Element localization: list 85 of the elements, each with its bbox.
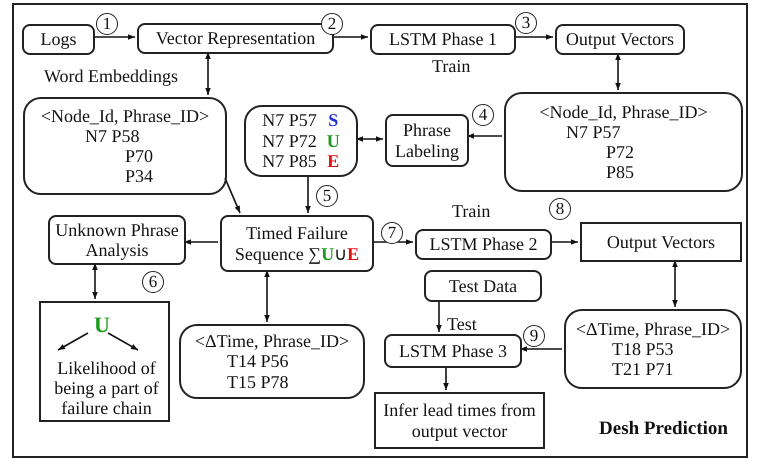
- table-row-text: P70: [124, 146, 154, 166]
- arrow: [264, 270, 270, 322]
- edge-label: Test: [447, 314, 477, 335]
- node-label: Output Vectors: [606, 232, 716, 252]
- node-label: LSTM Phase 1: [389, 29, 497, 50]
- step-number: 1: [96, 13, 118, 35]
- arrow: [305, 175, 311, 213]
- phase-note: Train: [432, 56, 470, 77]
- step-number: 3: [515, 12, 537, 34]
- arrow: [108, 332, 138, 351]
- step-number: 4: [472, 104, 494, 126]
- step-number: 6: [142, 271, 164, 293]
- process-box: [415, 229, 552, 260]
- step-number: 5: [316, 185, 338, 207]
- node-label: Test Data: [448, 276, 518, 296]
- arrow: [520, 346, 562, 352]
- arrow: [92, 263, 98, 299]
- arrow: [615, 53, 621, 90]
- node-label: Phrase Labeling: [394, 120, 460, 161]
- process-box: [48, 215, 186, 265]
- output-box: [580, 222, 742, 262]
- arrow: [184, 239, 218, 245]
- arrow: [356, 136, 383, 142]
- table-box: [23, 97, 227, 195]
- node-label: Unknown Phrase Analysis: [54, 220, 180, 260]
- table-header: <ΔTime, Phrase_ID>: [574, 318, 732, 339]
- process-box: [22, 24, 95, 55]
- table-row-text: N7 P85: [262, 151, 317, 172]
- table-header: <ΔTime, Phrase_ID>: [194, 331, 350, 352]
- process-box: [220, 215, 374, 272]
- process-box: [555, 24, 685, 55]
- arrow: [514, 34, 553, 40]
- node-label: Likelihood of being a part of failure chain: [53, 358, 160, 418]
- table-row-text: T15 P78: [226, 372, 290, 392]
- class-letter: S: [327, 110, 340, 131]
- class-letter: U: [326, 130, 340, 152]
- category-letter: U: [94, 312, 110, 338]
- node-label: Vector Representation: [156, 28, 316, 49]
- process-box: [370, 24, 516, 55]
- label-table-box: [244, 105, 358, 177]
- phase-note: Train: [452, 201, 490, 222]
- diagram-frame: [12, 3, 748, 458]
- output-box: [374, 392, 545, 449]
- arrow: [436, 300, 442, 332]
- step-number: 9: [523, 325, 545, 347]
- node-label: Timed Failure Sequence ∑U∪E: [234, 222, 360, 264]
- arrow: [58, 332, 88, 351]
- table-row-text: N7 P57: [262, 110, 317, 131]
- table-box: [504, 92, 743, 192]
- process-box: [384, 334, 522, 368]
- node-label: Logs: [40, 29, 76, 50]
- table-row-text: P34: [124, 166, 154, 186]
- table-box: [179, 324, 365, 399]
- process-box: [385, 114, 469, 167]
- table-row-text: T18 P53: [611, 338, 675, 360]
- node-label: LSTM Phase 2: [430, 234, 538, 255]
- arrow: [205, 52, 211, 95]
- step-number: 2: [321, 13, 343, 35]
- table-row-text: N7 P58: [84, 126, 141, 146]
- table-row-text: P72: [605, 142, 636, 162]
- table-row-text: N7 P57: [565, 122, 622, 142]
- table-row-text: T21 P71: [611, 359, 675, 380]
- table-row-text: P85: [605, 162, 636, 182]
- arrow: [672, 260, 678, 307]
- node-label: Output Vectors: [566, 29, 674, 50]
- arrow: [332, 34, 368, 40]
- arrow: [550, 239, 578, 245]
- arrow: [467, 133, 502, 139]
- table-row-text: T14 P56: [226, 351, 290, 372]
- step-number: 7: [381, 222, 403, 244]
- node-label: Infer lead times from output vector: [382, 400, 537, 441]
- arrow: [93, 34, 135, 40]
- table-row-text: N7 P72: [262, 130, 317, 152]
- table-header: <Node_Id, Phrase_ID>: [538, 102, 709, 122]
- step-number: 8: [549, 198, 571, 220]
- table-box: [564, 309, 742, 389]
- frame-heading: Desh Prediction: [599, 418, 728, 440]
- arrow: [372, 239, 413, 245]
- node-label: LSTM Phase 3: [399, 340, 507, 362]
- analysis-box: [39, 301, 170, 422]
- table-header: <Node_Id, Phrase_ID>: [40, 106, 210, 126]
- class-letter: E: [326, 151, 340, 172]
- process-box: [424, 270, 542, 302]
- edge-label: Word Embeddings: [44, 66, 178, 87]
- arrow: [443, 366, 449, 390]
